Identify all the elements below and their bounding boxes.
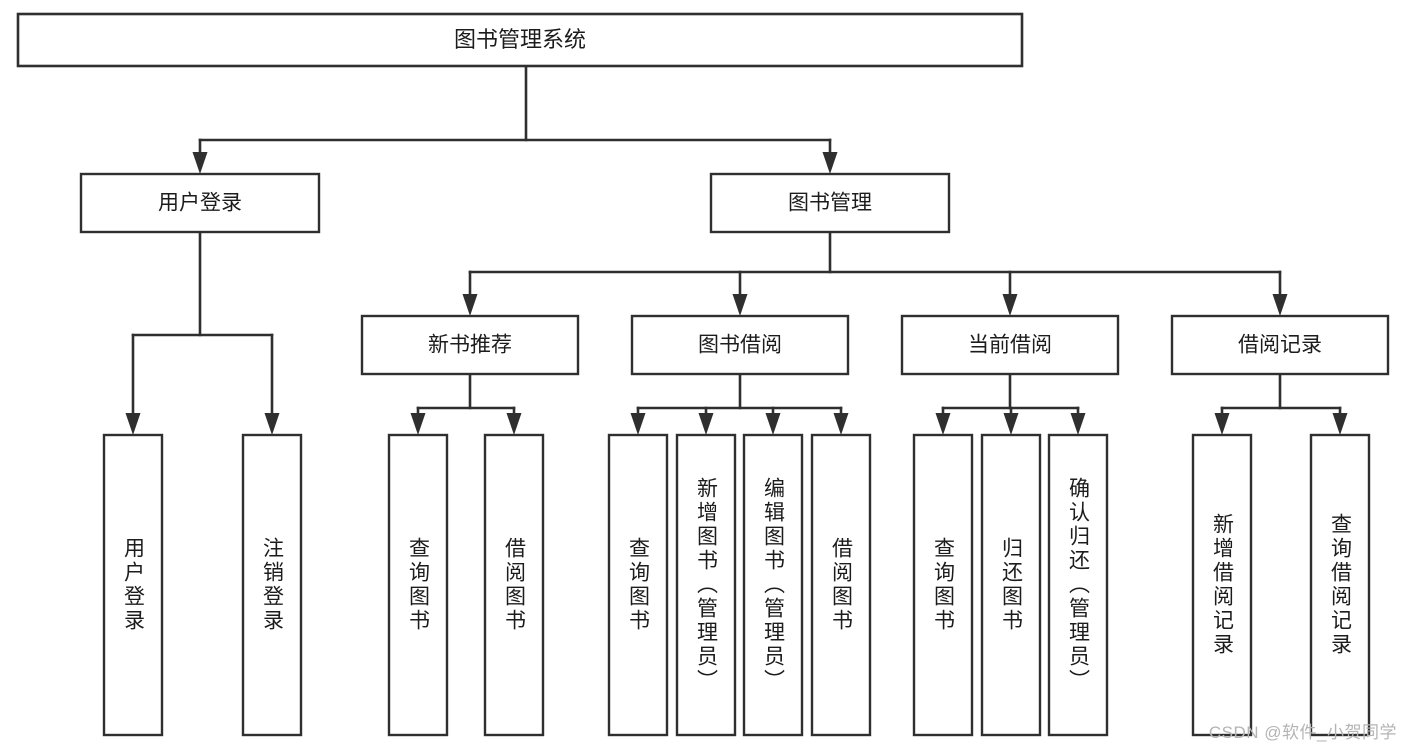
watermark: CSDN @软件_小贺同学 xyxy=(1208,723,1397,742)
connector-book-manage xyxy=(462,230,1288,316)
node-leaf-add-book-admin[interactable] xyxy=(675,433,737,737)
arrow-head-icon xyxy=(698,413,714,435)
connector-new-book-recommend xyxy=(410,372,522,435)
node-label: 图书借阅 xyxy=(698,334,782,357)
connector-user-login xyxy=(125,230,280,435)
node-leaf-edit-book-admin[interactable] xyxy=(742,433,804,737)
node-box[interactable] xyxy=(742,433,804,737)
arrow-head-icon xyxy=(125,413,141,435)
arrow-head-icon xyxy=(833,413,849,435)
arrow-head-icon xyxy=(410,413,426,435)
arrow-head-icon xyxy=(630,413,646,435)
arrow-head-icon xyxy=(1070,413,1086,435)
node-leaf-confirm-return-admin[interactable] xyxy=(1047,433,1109,737)
node-book-manage[interactable]: 图书管理 xyxy=(709,172,951,234)
node-box[interactable] xyxy=(980,433,1042,737)
node-leaf-borrow-book-2[interactable] xyxy=(810,433,872,737)
node-box[interactable] xyxy=(607,433,669,737)
node-box[interactable] xyxy=(630,314,850,376)
node-leaf-borrow-book-1[interactable] xyxy=(483,433,545,737)
node-label: 当前借阅 xyxy=(968,334,1052,357)
node-user-login[interactable]: 用户登录 xyxy=(79,172,321,234)
arrow-head-icon xyxy=(732,294,748,316)
node-leaf-query-book-3[interactable] xyxy=(912,433,974,737)
node-leaf-user-login[interactable] xyxy=(102,433,164,737)
arrow-head-icon xyxy=(506,413,522,435)
arrow-head-icon xyxy=(822,152,838,174)
node-label: 用户登录 xyxy=(158,192,242,215)
node-box[interactable] xyxy=(912,433,974,737)
arrow-head-icon xyxy=(935,413,951,435)
node-box[interactable] xyxy=(241,433,303,737)
node-box[interactable] xyxy=(483,433,545,737)
arrow-head-icon xyxy=(1272,294,1288,316)
node-current-borrow[interactable]: 当前借阅 xyxy=(900,314,1120,376)
node-box[interactable] xyxy=(1047,433,1109,737)
node-box[interactable] xyxy=(1170,314,1390,376)
node-leaf-add-borrow-record[interactable] xyxy=(1191,433,1253,737)
node-book-borrow[interactable]: 图书借阅 xyxy=(630,314,850,376)
node-box[interactable] xyxy=(1309,433,1371,737)
node-label: 新书推荐 xyxy=(428,334,512,357)
arrow-head-icon xyxy=(462,294,478,316)
node-box[interactable] xyxy=(810,433,872,737)
node-leaf-query-book-2[interactable] xyxy=(607,433,669,737)
node-box[interactable] xyxy=(79,172,321,234)
node-borrow-record[interactable]: 借阅记录 xyxy=(1170,314,1390,376)
node-box[interactable] xyxy=(900,314,1120,376)
node-leaf-query-borrow-record[interactable] xyxy=(1309,433,1371,737)
node-label: 借阅记录 xyxy=(1238,334,1322,357)
arrow-head-icon xyxy=(1214,413,1230,435)
node-box[interactable] xyxy=(16,12,1024,68)
node-box[interactable] xyxy=(387,433,449,737)
node-box[interactable] xyxy=(675,433,737,737)
arrow-head-icon xyxy=(765,413,781,435)
node-root[interactable]: 图书管理系统 xyxy=(16,12,1024,68)
node-label: 图书管理 xyxy=(788,192,872,215)
arrow-head-icon xyxy=(1003,413,1019,435)
arrow-head-icon xyxy=(1332,413,1348,435)
node-new-book-recommend[interactable]: 新书推荐 xyxy=(360,314,580,376)
node-leaf-logout-login[interactable] xyxy=(241,433,303,737)
connector-book-borrow xyxy=(630,372,849,435)
connector-root xyxy=(192,64,838,174)
node-box[interactable] xyxy=(102,433,164,737)
connectors-layer xyxy=(125,64,1348,435)
node-leaf-return-book[interactable] xyxy=(980,433,1042,737)
arrow-head-icon xyxy=(192,152,208,174)
node-box[interactable] xyxy=(709,172,951,234)
node-box[interactable] xyxy=(1191,433,1253,737)
connector-borrow-record xyxy=(1214,372,1348,435)
arrow-head-icon xyxy=(264,413,280,435)
node-leaf-query-book-1[interactable] xyxy=(387,433,449,737)
arrow-head-icon xyxy=(1002,294,1018,316)
connector-current-borrow xyxy=(935,372,1086,435)
node-label: 图书管理系统 xyxy=(454,27,586,52)
node-box[interactable] xyxy=(360,314,580,376)
